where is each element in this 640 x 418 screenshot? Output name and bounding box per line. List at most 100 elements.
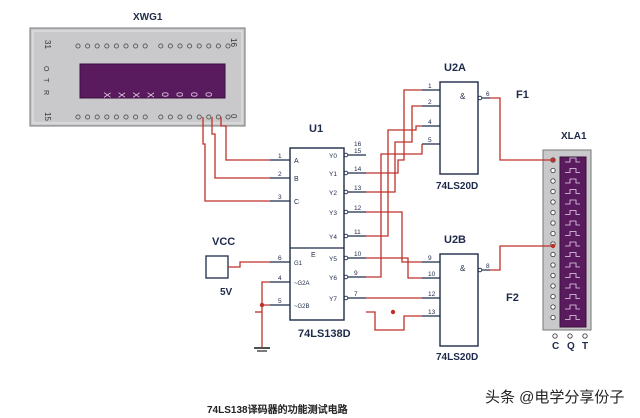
wire-y7-u2a [366,144,423,278]
xwg-pin [177,43,183,49]
xwg-pin [206,43,212,49]
xla-bottom-pin [582,333,588,339]
u1-enable-name: ~G2A [294,281,310,287]
xwg-pin [225,114,231,120]
xla-pin [550,199,556,205]
f2-label: F2 [506,292,519,304]
xla-pin [550,314,556,321]
u2b-output-bubble [477,267,483,273]
wire-c [202,117,270,202]
wire-y4-u2a [366,125,422,237]
u1-output-bubble [343,255,349,261]
wire-a [220,117,270,161]
xla-trace [565,210,580,215]
u1-enable-pin-number: 5 [278,298,282,305]
wire-f1 [490,97,553,161]
xwg-pin [113,114,119,120]
xla-pin [550,262,556,268]
xla-trace [565,231,580,236]
xwg-pin [133,114,139,120]
xla-trace [565,189,580,194]
xwg-pin [196,43,202,49]
u2a-input-pin-number: 1 [428,83,432,90]
wire-f2 [490,245,553,271]
xla-pin [550,188,556,195]
u1-output-pin-number: 11 [354,229,361,236]
u1-output-name: Y1 [329,171,337,178]
u1-input-pin-number: 3 [278,194,282,201]
xwg-num-0: 0 [229,114,238,119]
u1-input-pin-number: 1 [278,153,282,160]
u1-output-name: Y4 [329,234,337,241]
xwg-pin [142,43,148,49]
wire-y7-u2b [366,311,422,331]
xwg-pin [85,43,91,49]
xla-pin [550,304,556,310]
xla-pin [550,251,556,258]
u2a-output-pin-number: 6 [486,91,490,98]
junction-dot [550,157,556,163]
xwg-pin [187,43,193,49]
xla-trace [565,262,580,268]
u1-output-pin-number: 9 [354,270,358,277]
u2b-part: 74LS20D [436,352,479,363]
xla-pin [550,220,556,226]
f1-label: F1 [516,89,529,101]
xwg-pin [167,114,173,120]
xwg-pin [75,43,81,49]
u1-input-name: C [294,199,299,206]
u1-output-bubble [343,189,349,195]
xwg-side-label: O [42,66,49,72]
u1-output-bubble [343,295,349,301]
xla-bottom-pin [567,333,573,339]
xwg-pin [75,114,81,120]
xwg-display-char: X [117,92,127,98]
u1-output-pin-number: 7 [354,291,358,298]
u2a-symbol: & [460,92,466,101]
xla-pin [550,167,556,174]
u1-enable-name: G1 [294,261,303,267]
u2a-body [439,81,479,175]
u1-output-name: Y2 [329,190,337,197]
junction-dot [390,309,396,315]
xwg-pin [94,43,100,49]
xwg-pin [225,43,231,49]
u2b-input-pin-number: 12 [428,291,436,298]
xla-bottom-pin [552,333,558,339]
xwg-pin [104,43,110,49]
xla-pin [550,283,556,289]
junction-dot [550,243,556,249]
wire-y1-u2a [366,89,422,174]
xwg-num-16: 16 [229,38,238,47]
xwg-pin [196,114,202,120]
xla-trace [565,304,580,310]
xwg-display-char: X [131,92,141,98]
xla-pin [550,230,556,237]
xla-pin [550,178,556,184]
u1-input-name: B [294,176,299,183]
u1-body [289,147,345,321]
xwg-num-15: 15 [43,112,52,121]
u2b-title: U2B [444,234,467,246]
xla-title: XLA1 [561,131,587,142]
xla-pin [550,209,556,216]
vcc-value: 5V [220,287,233,298]
u1-enable-label: E [311,252,316,259]
xwg-pin [206,114,212,120]
watermark: 头条 @电学分享份子 [485,389,625,406]
wire-enable-ground [261,281,270,306]
junction-dot [259,302,265,308]
u1-power-pin-number: 16 [354,141,362,148]
vcc-source [205,255,229,279]
xwg-screen [79,63,226,99]
u1-output-name: Y7 [329,296,337,303]
u2a-part: 74LS20D [436,181,479,192]
xla-trace [565,294,580,299]
xwg-display-char: 0 [175,92,185,97]
u2a-input-pin-number: 5 [428,137,432,144]
u1-output-pin-number: 14 [354,166,362,173]
xwg-bevel [32,30,243,124]
u1-part: 74LS138D [298,328,351,340]
xwg-pin [215,43,221,49]
